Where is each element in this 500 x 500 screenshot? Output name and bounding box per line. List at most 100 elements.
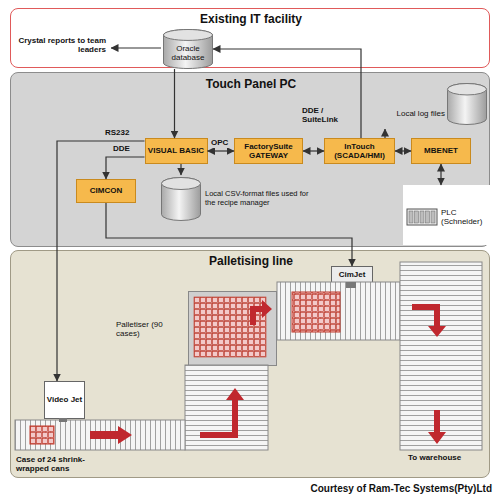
node-label: FactorySuite GATEWAY	[235, 142, 302, 160]
connector	[180, 164, 181, 175]
machine-name: Palletiser (90 cases)	[116, 320, 182, 338]
label-holder: Crystal reports to team leaders	[12, 34, 106, 56]
text-holder: MBENET	[412, 139, 470, 163]
text-holder: PLC (Schneider)	[441, 203, 493, 231]
node-label: MBENET	[424, 146, 458, 155]
connector	[57, 141, 145, 381]
store-name: Local log files	[397, 109, 445, 118]
videojet-nozzle	[59, 418, 67, 422]
warehouse-conveyor	[400, 262, 482, 450]
cimjet-nozzle	[346, 282, 356, 288]
band-title: Palletising line	[209, 255, 293, 269]
connector	[440, 164, 441, 185]
caption: Courtesy of Ram-Tec Systems(Pty)Ltd	[310, 483, 492, 495]
database-cylinder: Oracle database	[163, 29, 213, 69]
cylinder-top	[164, 30, 213, 41]
node-label: CIMCON	[90, 186, 122, 195]
node-label: CimJet	[339, 270, 366, 279]
band-title: Touch Panel PC	[206, 78, 296, 92]
caption-holder: Courtesy of Ram-Tec Systems(Pty)Ltd	[240, 481, 492, 497]
database-name: Oracle database	[165, 44, 211, 62]
destination-label: To warehouse	[408, 453, 461, 462]
report-arrow	[111, 47, 161, 48]
software-box: FactorySuite GATEWAY	[234, 138, 303, 164]
label-holder: OPC	[210, 138, 234, 148]
connector	[395, 150, 411, 151]
file-store: Local log files	[377, 79, 489, 129]
connector	[213, 49, 361, 138]
text-holder: CimJet	[332, 267, 372, 282]
text-holder: Local log files	[377, 107, 445, 121]
palletiser-frame	[189, 292, 277, 366]
cylinder-body	[164, 30, 213, 69]
plc-panel: PLC (Schneider)	[403, 185, 500, 245]
flow-arrow	[200, 388, 244, 438]
cylinder-outline	[377, 79, 489, 129]
text-holder: FactorySuite GATEWAY	[235, 139, 302, 163]
plc-rack	[407, 209, 437, 225]
cylinder-body	[448, 84, 487, 125]
turn-conveyor	[185, 365, 268, 450]
band-title: Existing IT facility	[200, 13, 302, 27]
shrink-wrapped-case	[30, 426, 54, 444]
signal-label: DDE	[112, 144, 131, 153]
connector	[303, 150, 324, 151]
text-holder: Oracle database	[165, 41, 211, 65]
flow-arrow	[250, 300, 272, 325]
flow-arrow	[412, 304, 446, 337]
text-holder: Touch Panel PC	[11, 77, 491, 93]
plc-module	[431, 211, 435, 223]
file-store: Local CSV-format files used for the reci…	[161, 175, 311, 223]
text-holder: VISUAL BASIC	[146, 139, 207, 163]
cylinder-top	[162, 178, 201, 190]
text-holder: Local CSV-format files used for the reci…	[205, 179, 309, 219]
software-box: CIMCON	[76, 179, 136, 203]
connector	[106, 157, 145, 179]
plc-module	[420, 211, 424, 223]
signal-label: OPC	[210, 138, 229, 147]
flow-arrow	[428, 410, 446, 444]
software-box: MBENET	[411, 138, 471, 164]
node-label: VISUAL BASIC	[148, 146, 204, 155]
plc-module	[409, 211, 413, 223]
flow-arrows	[90, 300, 446, 444]
infeed-conveyor	[15, 420, 185, 450]
flow-arrow	[90, 426, 132, 444]
product-note: Case of 24 shrink-wrapped cans	[16, 455, 108, 473]
label-holder: To warehouse	[408, 452, 486, 464]
label-holder: RS232	[104, 128, 138, 138]
text-holder: InTouch (SCADA/HMI)	[325, 139, 394, 163]
pallet-conveyor	[277, 282, 400, 340]
connector	[208, 150, 235, 151]
text-holder: Palletiser (90 cases)	[116, 315, 182, 343]
label-holder: Case of 24 shrink-wrapped cans	[16, 453, 108, 475]
system-band: Touch Panel PC Local log filesVISUAL BASI…	[10, 72, 490, 247]
cylinder-top	[448, 84, 487, 95]
label-holder: DDE	[112, 144, 138, 154]
text-holder: Video Jet	[45, 382, 84, 418]
pallet-load	[292, 292, 340, 332]
printer-box: CimJet	[331, 266, 373, 283]
label-holder: DDE / SuiteLink	[302, 104, 354, 126]
report-note: Crystal reports to team leaders	[12, 36, 106, 54]
palletiser: Palletiser (90 cases)	[116, 291, 286, 366]
plc-module	[426, 211, 430, 223]
software-box: InTouch (SCADA/HMI)	[324, 138, 395, 164]
store-name: Local CSV-format files used for the reci…	[205, 190, 309, 207]
connector	[174, 69, 175, 138]
node-label: Video Jet	[47, 395, 82, 404]
cylinder-body	[162, 178, 201, 221]
signal-label: RS232	[104, 128, 130, 137]
node-label: InTouch (SCADA/HMI)	[325, 142, 394, 160]
protocol-label: DDE / SuiteLink	[302, 106, 354, 124]
software-box: VISUAL BASIC	[145, 138, 208, 164]
plc-module	[415, 211, 419, 223]
text-holder: CIMCON	[77, 180, 135, 202]
device-name: PLC (Schneider)	[441, 208, 493, 226]
connector	[106, 203, 352, 266]
printer-box: Video Jet	[44, 381, 85, 419]
connector	[384, 129, 385, 138]
